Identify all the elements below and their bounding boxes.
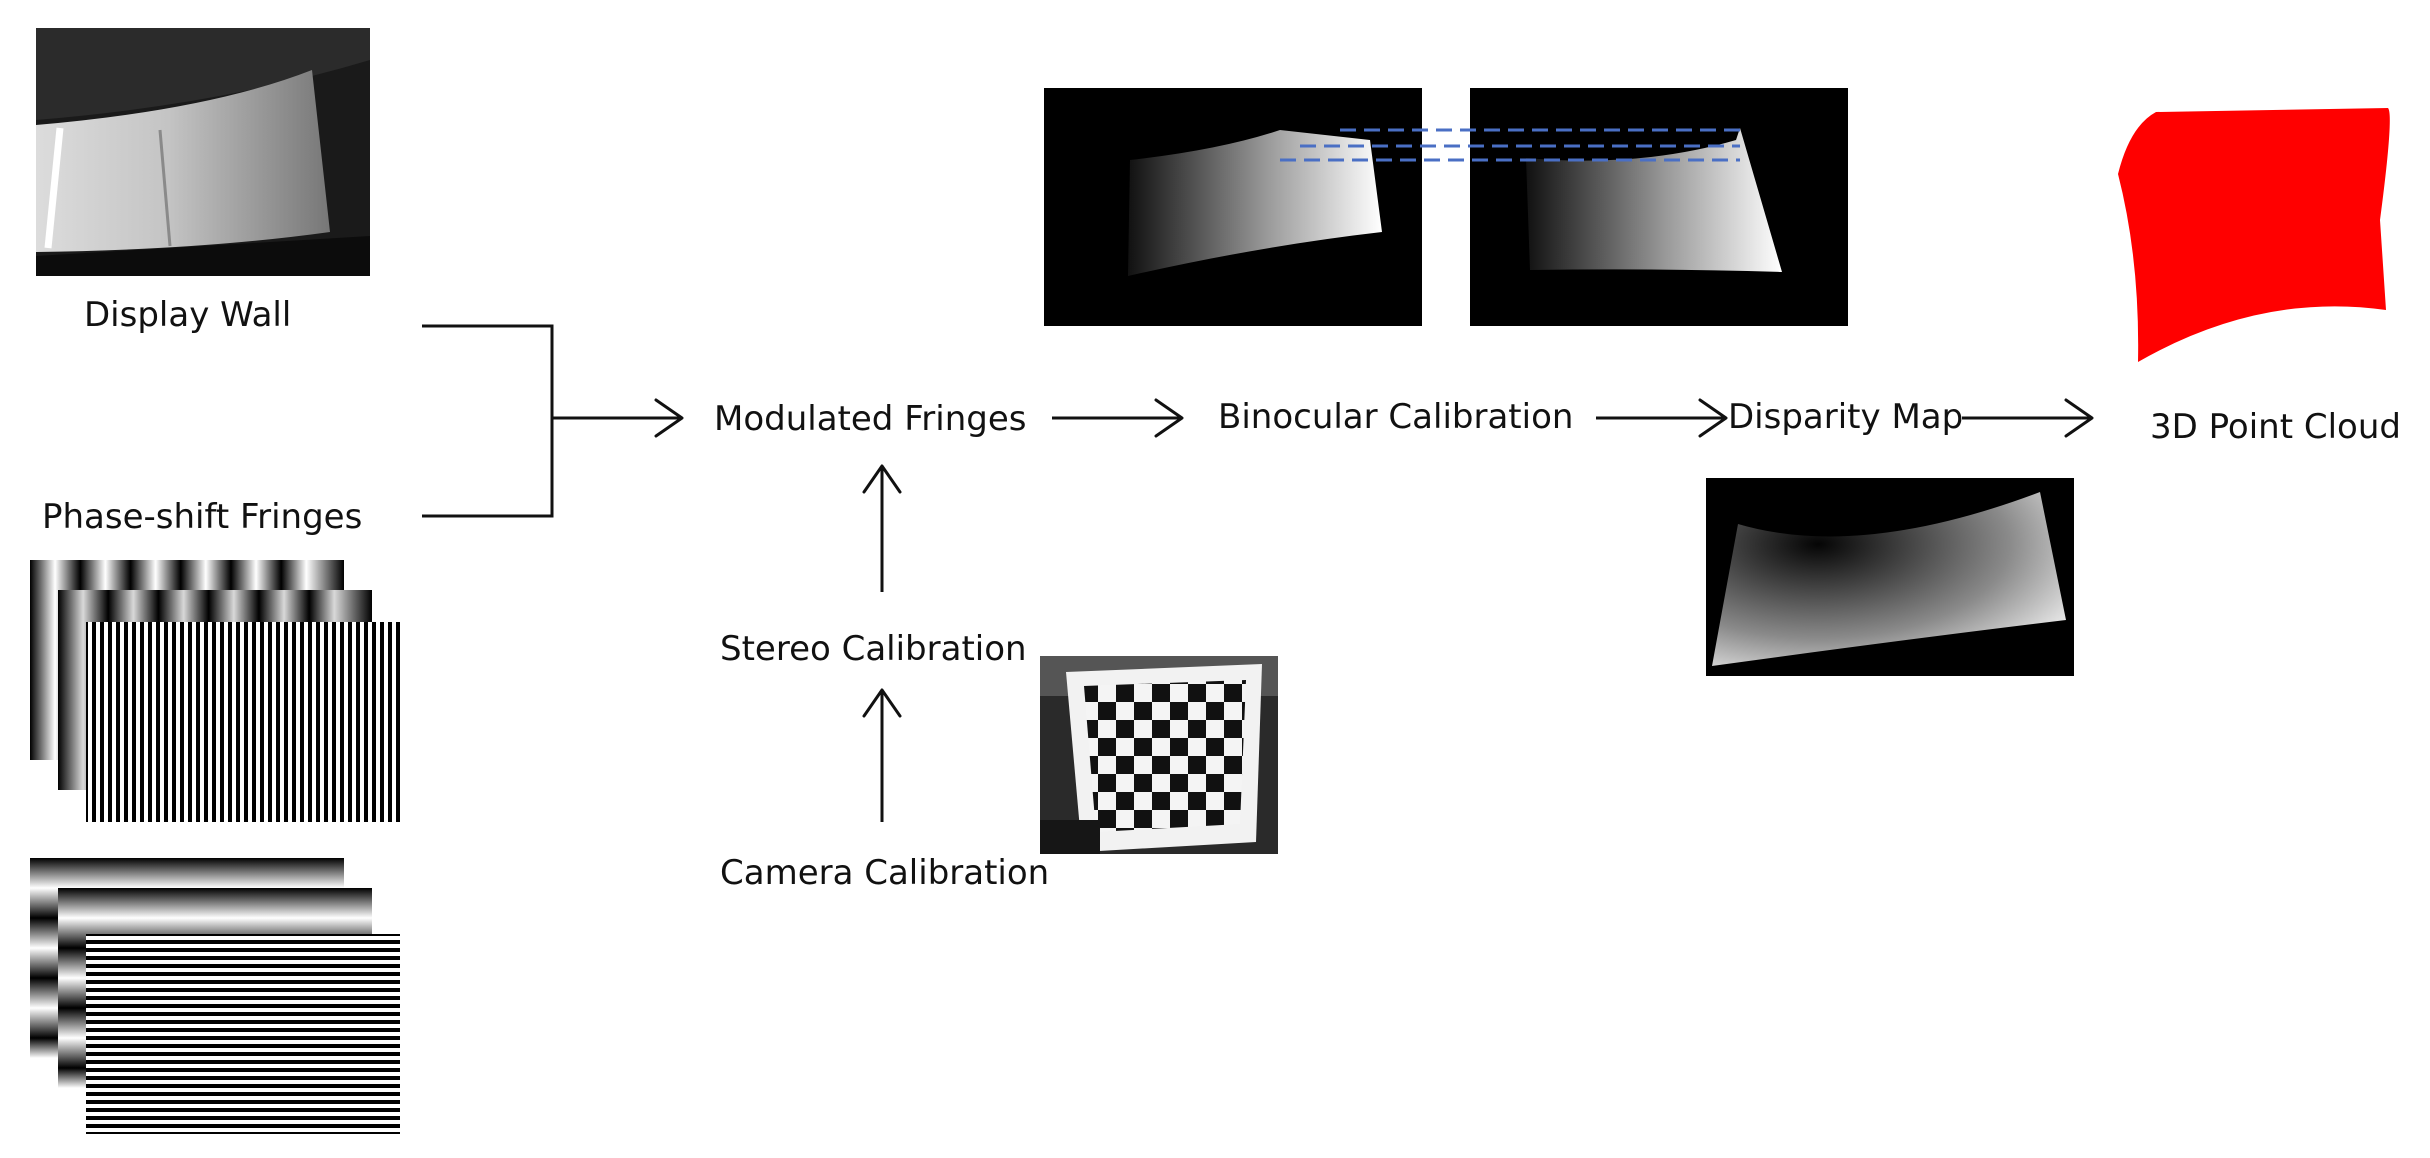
checkerboard-photo — [1040, 656, 1278, 854]
stereo-calibration-label: Stereo Calibration — [720, 629, 1027, 669]
epipolar-lines — [1280, 128, 1740, 162]
arrow-to-modulated-head — [654, 398, 684, 438]
right-camera-image — [1470, 88, 1848, 326]
point-cloud-surface — [2118, 108, 2390, 362]
merge-bracket — [422, 324, 680, 518]
camera-calibration-label: Camera Calibration — [720, 853, 1049, 893]
horizontal-fringe-stack — [30, 858, 400, 1134]
arrow-disparity-to-pointcloud-head — [2064, 398, 2094, 438]
modulated-fringes-label: Modulated Fringes — [714, 399, 1026, 439]
arrow-stereo-to-modulated-head — [862, 464, 902, 494]
disparity-map-image — [1706, 478, 2074, 676]
arrow-camera-to-stereo-head — [862, 688, 902, 718]
display-wall-photo — [36, 28, 370, 276]
arrow-modulated-to-binocular-head — [1154, 398, 1184, 438]
arrow-binocular-to-disparity-head — [1698, 398, 1728, 438]
phase-shift-fringes-label: Phase-shift Fringes — [42, 497, 362, 537]
point-cloud-label: 3D Point Cloud — [2150, 407, 2401, 447]
vertical-fringe-stack — [30, 560, 400, 822]
left-camera-image — [1044, 88, 1422, 326]
binocular-calibration-label: Binocular Calibration — [1218, 397, 1573, 437]
display-wall-label: Display Wall — [84, 295, 291, 335]
disparity-map-label: Disparity Map — [1728, 397, 1963, 437]
